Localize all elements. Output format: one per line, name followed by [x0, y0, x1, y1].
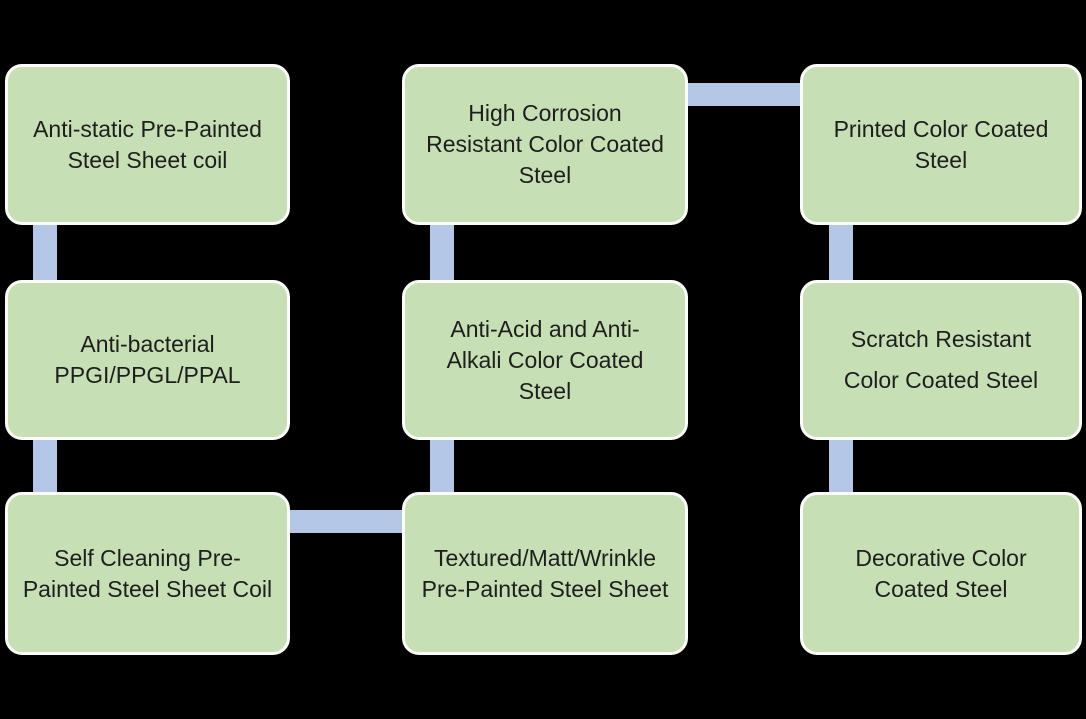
node-label: Anti-static Pre-Painted Steel Sheet coil — [33, 115, 262, 173]
node-decorative-color-coated: Decorative Color Coated Steel — [800, 492, 1082, 655]
node-self-cleaning: Self Cleaning Pre- Painted Steel Sheet C… — [5, 492, 290, 655]
connector-anti-acid-to-textured — [430, 432, 454, 502]
connector-high-corrosion-to-printed — [682, 83, 806, 106]
node-label: Decorative Color Coated Steel — [855, 544, 1027, 602]
node-label: High Corrosion Resistant Color Coated St… — [426, 100, 664, 188]
node-anti-bacterial: Anti-bacterial PPGI/PPGL/PPAL — [5, 280, 290, 440]
node-label: Anti-Acid and Anti- Alkali Color Coated … — [446, 315, 644, 404]
connector-high-corrosion-to-anti-acid — [430, 215, 454, 290]
node-label: Printed Color Coated Steel — [833, 115, 1049, 173]
node-scratch-resistant: Scratch Resistant Color Coated Steel — [800, 280, 1082, 440]
node-label: Self Cleaning Pre- Painted Steel Sheet C… — [22, 544, 273, 602]
connector-anti-bacterial-to-self-cleaning — [33, 432, 57, 502]
node-high-corrosion-resistant: High Corrosion Resistant Color Coated St… — [402, 64, 688, 225]
connector-scratch-to-decorative — [829, 432, 853, 502]
connector-printed-to-scratch — [829, 215, 853, 290]
node-printed-color-coated: Printed Color Coated Steel — [800, 64, 1082, 225]
node-label: Textured/Matt/Wrinkle Pre-Painted Steel … — [421, 544, 669, 602]
node-anti-acid-anti-alkali: Anti-Acid and Anti- Alkali Color Coated … — [402, 280, 688, 440]
connector-self-cleaning-to-textured — [284, 510, 408, 533]
connector-anti-static-to-anti-bacterial — [33, 215, 57, 290]
node-label: Scratch Resistant Color Coated Steel — [843, 326, 1039, 393]
node-textured-matt-wrinkle: Textured/Matt/Wrinkle Pre-Painted Steel … — [402, 492, 688, 655]
node-label: Anti-bacterial PPGI/PPGL/PPAL — [54, 331, 241, 388]
node-anti-static-pre-painted: Anti-static Pre-Painted Steel Sheet coil — [5, 64, 290, 225]
